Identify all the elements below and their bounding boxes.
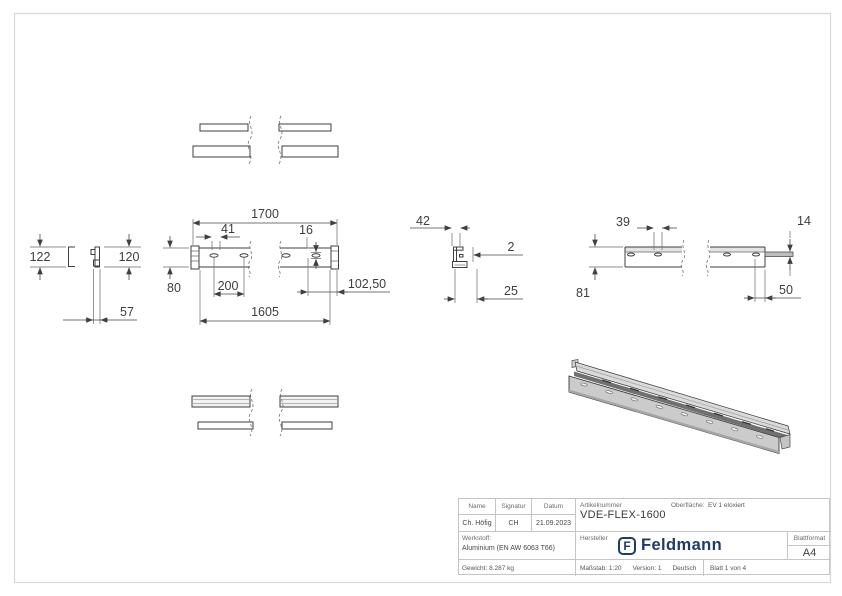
dim-42: 42 — [416, 214, 430, 228]
hersteller-cell: Hersteller F Feldmann — [576, 532, 788, 560]
scale-version-language-cell: Maßstab: 1:20 Version: 1 Deutsch — [576, 560, 704, 576]
blatt-cell: Blatt 1 von 4 — [710, 564, 747, 572]
side-broken-view: 39 14 81 50 — [576, 214, 811, 302]
name-value-cell: Ch. Höfig — [459, 515, 496, 532]
end-profile-shapes — [68, 246, 100, 268]
dim-120: 120 — [119, 250, 140, 264]
left-end-view: 122 120 57 — [30, 234, 141, 324]
blattformat-cell: Blattformat A4 — [788, 532, 831, 560]
dim-122: 122 — [30, 250, 51, 264]
bottom-broken-view — [191, 388, 339, 437]
sprache-value: Deutsch — [672, 564, 697, 572]
dim-81: 81 — [576, 286, 590, 300]
cross-section-view: 42 2 25 — [410, 214, 523, 303]
oberflaeche-label: Oberfläche: — [671, 502, 705, 509]
name-header-cell: Name — [459, 499, 496, 515]
signatur-header-cell: Signatur — [496, 499, 532, 515]
hersteller-label: Hersteller — [580, 535, 608, 542]
artikelnummer-label: Artikelnummer — [580, 502, 622, 509]
dim-80: 80 — [167, 281, 181, 295]
dim-2: 2 — [508, 240, 515, 254]
massstab-value: Maßstab: 1:20 — [580, 564, 622, 572]
artikelnummer-cell: Artikelnummer VDE-FLEX-1600 Oberfläche: … — [576, 499, 831, 532]
feldmann-logo-text: Feldmann — [641, 536, 723, 554]
version-value: Version: 1 — [632, 564, 662, 572]
title-block: Name Signatur Datum Ch. Höfig CH 21.09.2… — [458, 498, 831, 576]
section-profile — [452, 246, 468, 268]
werkstoff-value: Aluminium (EN AW 6063 T66) — [462, 545, 555, 552]
connector-rod — [764, 251, 794, 257]
top-broken-view — [192, 115, 339, 165]
datum-header-cell: Datum — [532, 499, 576, 515]
datum-value-cell: 21.09.2023 — [532, 515, 576, 532]
artikelnummer-value: VDE-FLEX-1600 — [580, 509, 666, 521]
dim-1700: 1700 — [251, 207, 279, 221]
dim-102-50: 102,50 — [348, 277, 386, 291]
blattformat-label: Blattformat — [788, 532, 831, 546]
dim-39: 39 — [616, 215, 630, 229]
rail-body — [190, 245, 339, 270]
front-view: 1700 41 16 80 200 102,50 1605 — [163, 207, 390, 325]
dim-200: 200 — [218, 279, 239, 293]
iso-slots — [580, 382, 764, 439]
feldmann-logo: F Feldmann — [618, 536, 722, 555]
blattformat-value: A4 — [802, 546, 817, 559]
iso-3d-render — [568, 359, 791, 455]
dim-50: 50 — [779, 283, 793, 297]
dim-57: 57 — [120, 305, 134, 319]
feldmann-logo-mark: F — [618, 536, 636, 555]
dim-16: 16 — [299, 223, 313, 237]
dim-25: 25 — [504, 284, 518, 298]
dim-41: 41 — [221, 222, 235, 236]
oberflaeche-value: EV 1 eloxiert — [708, 502, 745, 509]
sheet-border-frame — [13, 12, 832, 584]
rail-side-body — [624, 246, 766, 268]
dim-14: 14 — [797, 214, 811, 228]
werkstoff-cell: Werkstoff: Aluminium (EN AW 6063 T66) — [459, 532, 576, 560]
signatur-value-cell: CH — [496, 515, 532, 532]
dim-1605: 1605 — [251, 305, 279, 319]
gewicht-cell: Gewicht: 8.287 kg — [459, 560, 576, 576]
werkstoff-label: Werkstoff: — [462, 535, 492, 542]
